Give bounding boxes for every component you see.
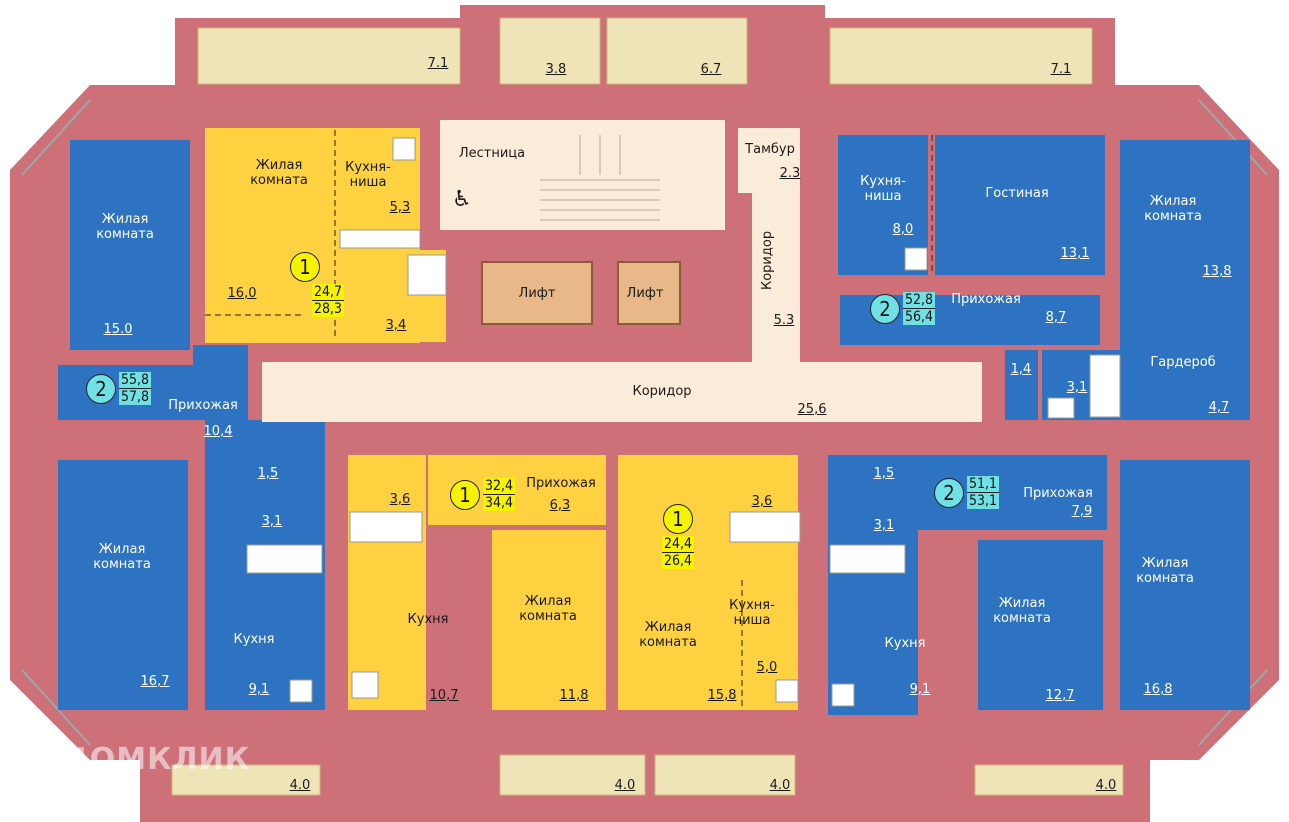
room-area: 13,1	[1060, 246, 1090, 261]
room-area: 3,1	[261, 514, 283, 529]
rooms-count: 1	[663, 504, 694, 534]
sanitary-fixtures	[246, 137, 1121, 707]
room-area: 13,8	[1202, 264, 1232, 279]
vestibule-area: 2.3	[779, 166, 801, 181]
balcony-top-4: 7.1	[1050, 62, 1072, 77]
total-area: 57,8	[119, 389, 152, 405]
balcony-top-1: 7.1	[427, 56, 449, 71]
room-area: 15.0	[103, 322, 133, 337]
room-area: 5,3	[389, 200, 411, 215]
living-area: 24,7	[312, 284, 345, 301]
lift-a-label: Лифт	[518, 286, 556, 301]
living-area: 55,8	[119, 372, 152, 389]
room-label: Жилая комната	[993, 596, 1051, 626]
room-label: Гостиная	[985, 186, 1049, 201]
corridor-v-label: Коридор	[760, 230, 775, 290]
bottom-balconies	[171, 754, 1124, 796]
room-label: Прихожая	[1023, 486, 1093, 501]
stairs	[540, 135, 660, 221]
living-area: 24,4	[662, 536, 695, 553]
corridor-h-area: 25,6	[797, 402, 827, 417]
room-area: 9,1	[248, 682, 270, 697]
room-area: 3,4	[385, 318, 407, 333]
room-area: 10,7	[429, 688, 459, 703]
lift-b-label: Лифт	[626, 286, 664, 301]
corridor-h-label: Коридор	[632, 384, 692, 399]
room-area: 5,0	[756, 660, 778, 675]
room-area: 3,6	[389, 492, 411, 507]
room-label: Жилая комната	[519, 594, 577, 624]
room-label: Прихожая	[526, 476, 596, 491]
room-area: 6,3	[549, 498, 571, 513]
room-label: Прихожая	[168, 398, 238, 413]
room-label: Кухня	[407, 612, 449, 627]
room-area: 3,6	[751, 494, 773, 509]
room-area: 9,1	[909, 682, 931, 697]
room-label: Кухня	[884, 636, 926, 651]
room-area: 1,5	[873, 466, 895, 481]
room-label: Жилая комната	[96, 212, 154, 242]
total-area: 26,4	[662, 553, 695, 569]
total-area: 28,3	[312, 301, 345, 317]
balcony-top-2: 3.8	[545, 62, 567, 77]
room-label: Жилая комната	[1136, 556, 1194, 586]
corridors	[262, 120, 982, 422]
vestibule-label: Тамбур	[745, 142, 795, 157]
room-area: 8,7	[1045, 310, 1067, 325]
living-area: 32,4	[483, 478, 516, 495]
living-area: 51,1	[967, 476, 1000, 493]
room-label: Жилая комната	[1144, 194, 1202, 224]
stairs-label: Лестница	[458, 146, 526, 161]
room-label: Жилая комната	[639, 620, 697, 650]
total-area: 53,1	[967, 493, 1000, 509]
balcony-bottom-4: 4.0	[1095, 778, 1117, 793]
room-area: 16,7	[140, 674, 170, 689]
living-area: 52,8	[903, 292, 936, 309]
room-area: 16,0	[227, 286, 257, 301]
room-area: 10,4	[203, 424, 233, 439]
room-area: 1,5	[257, 466, 279, 481]
room-area: 4,7	[1208, 400, 1230, 415]
room-area: 11,8	[559, 688, 589, 703]
rooms-count: 2	[934, 477, 964, 508]
room-area: 7,9	[1071, 504, 1093, 519]
room-label: Кухня-ниша	[345, 160, 391, 190]
balcony-top-3: 6.7	[700, 62, 722, 77]
accessibility-icon: ♿	[452, 187, 472, 212]
room-label: Кухня	[233, 632, 275, 647]
rooms-count: 2	[870, 293, 900, 324]
rooms-count: 2	[86, 373, 116, 404]
room-area: 15,8	[707, 688, 737, 703]
lifts	[481, 261, 681, 325]
room-label: Гардероб	[1150, 355, 1216, 370]
top-balconies	[197, 17, 1093, 85]
room-label: Кухня-ниша	[860, 174, 906, 204]
balcony-bottom-2: 4.0	[614, 778, 636, 793]
balcony-bottom-1: 4.0	[289, 778, 311, 793]
rooms-count: 1	[290, 252, 320, 282]
rooms-count: 1	[450, 479, 480, 510]
room-label: Прихожая	[951, 292, 1021, 307]
total-area: 34,4	[483, 495, 516, 511]
room-label: Жилая комната	[93, 542, 151, 572]
balcony-bottom-3: 4.0	[769, 778, 791, 793]
room-area: 16,8	[1143, 682, 1173, 697]
room-area: 1,4	[1010, 362, 1032, 377]
room-label: Кухня-ниша	[729, 598, 775, 628]
room-area: 8,0	[892, 222, 914, 237]
corridor-v-area: 5.3	[773, 313, 795, 328]
room-area: 3,1	[1066, 380, 1088, 395]
room-label: Жилая комната	[250, 158, 308, 188]
room-area: 12,7	[1045, 688, 1075, 703]
total-area: 56,4	[903, 309, 936, 325]
room-area: 3,1	[873, 518, 895, 533]
watermark: ДОМКЛИК	[62, 742, 251, 777]
